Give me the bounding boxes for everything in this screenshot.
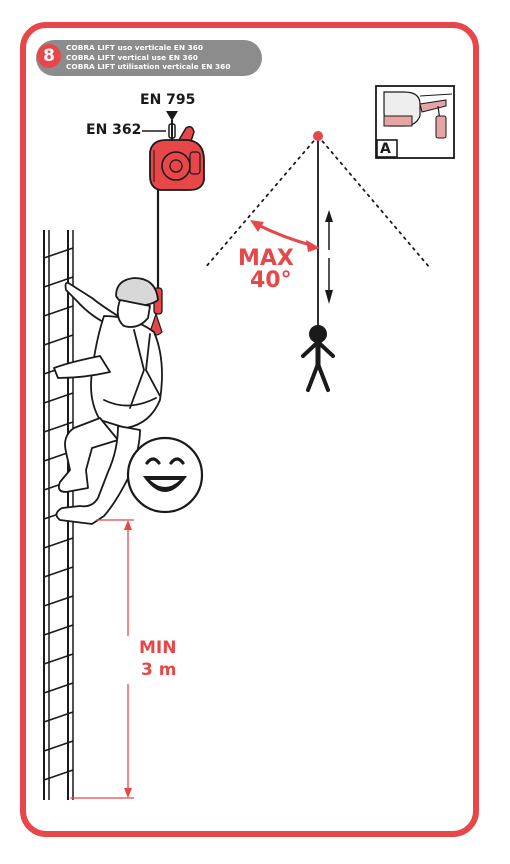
- min-clearance-label-line1: MIN: [139, 638, 177, 658]
- lifeline-illustration: [149, 190, 163, 336]
- ladder-rung: [43, 595, 74, 607]
- ladder-rung: [43, 247, 74, 259]
- inset-label: A: [380, 141, 391, 157]
- smiley-face-icon: [126, 436, 204, 514]
- ladder-rung: [43, 740, 74, 752]
- max-angle-label-line1: MAX: [238, 246, 294, 271]
- retractable-device-illustration: [149, 125, 205, 191]
- ladder-rung: [43, 653, 74, 665]
- ladder-rung: [43, 537, 74, 549]
- ladder-rung: [43, 711, 74, 723]
- anchor-point-icon: [313, 131, 323, 141]
- step-number-badge: 8: [37, 44, 61, 68]
- ladder-rung: [43, 624, 74, 636]
- ladder-rung: [43, 769, 74, 781]
- ladder-rung: [43, 566, 74, 578]
- anchor-standard-label: EN 795: [140, 92, 196, 108]
- ladder-rung: [43, 392, 74, 404]
- header-title: COBRA LIFT uso verticale EN 360 COBRA LI…: [66, 43, 261, 72]
- clearance-dimension: [70, 519, 134, 799]
- max-angle-label-line2: 40°: [250, 268, 292, 293]
- header-line-en: COBRA LIFT vertical use EN 360: [66, 52, 198, 62]
- stick-figure-icon: [301, 325, 335, 392]
- header-line-it: COBRA LIFT uso verticale EN 360: [66, 43, 204, 52]
- red-rounded-frame: [20, 22, 479, 837]
- min-clearance-label-line2: 3 m: [141, 660, 177, 680]
- inset-detail-a: [375, 85, 455, 159]
- ladder-rung: [43, 334, 74, 346]
- ladder-rung: [43, 682, 74, 694]
- ladder-rung: [43, 421, 74, 433]
- ladder-rung: [43, 305, 74, 317]
- ladder-rung: [43, 276, 74, 288]
- climber-illustration: [53, 277, 163, 525]
- connector-standard-label: EN 362: [86, 122, 142, 138]
- header-line-fr: COBRA LIFT utilisation verticale EN 360: [66, 62, 231, 72]
- header-pill: [36, 40, 262, 76]
- swing-angle-diagram: [204, 131, 431, 392]
- anchor-connector: [142, 111, 178, 140]
